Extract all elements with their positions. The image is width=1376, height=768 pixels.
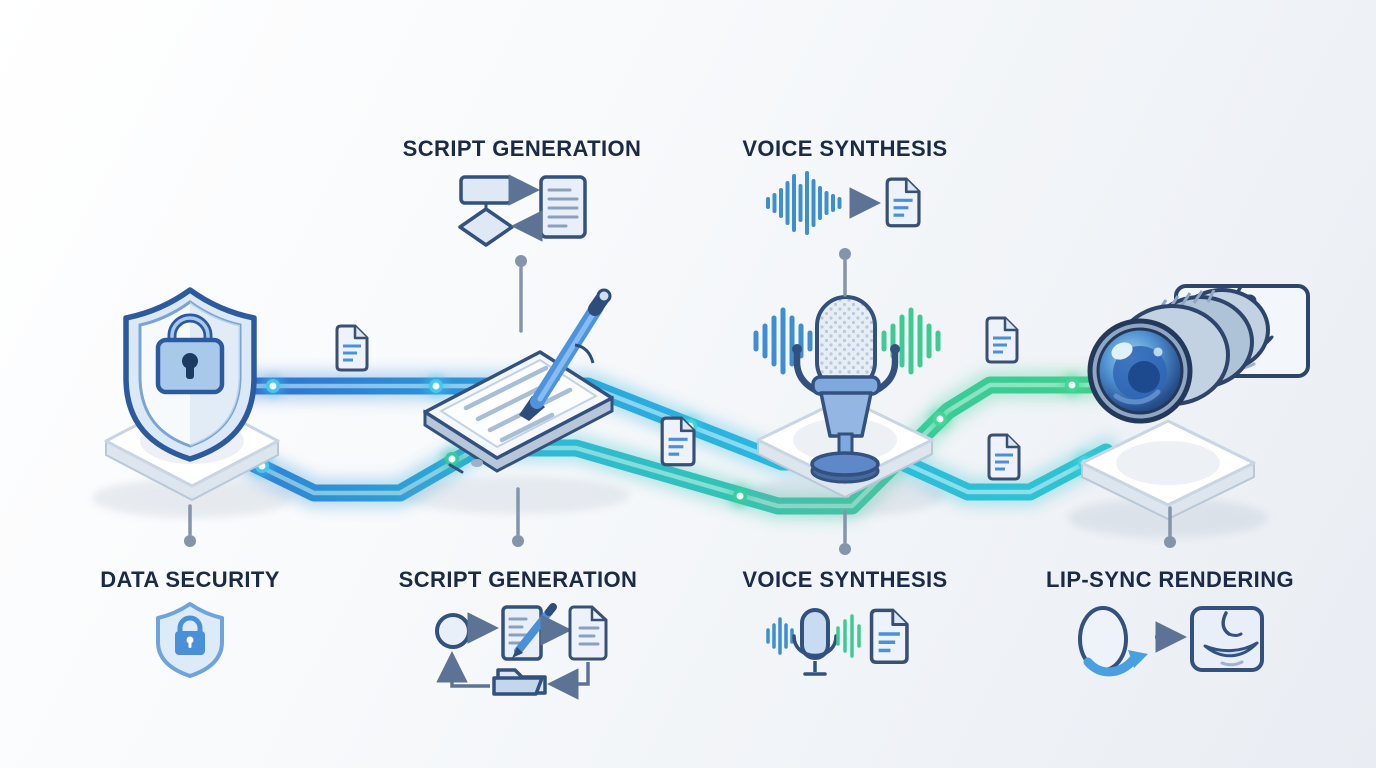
script-document-icon [539, 175, 587, 239]
curved-arrow-icon [1083, 655, 1138, 677]
document-icon [335, 324, 369, 372]
loop-arrow-icon [436, 651, 490, 688]
document-icon [660, 416, 696, 467]
top-annotation-label-script-generation: SCRIPT GENERATION [402, 136, 642, 161]
lip-sync-detail-icons [1078, 606, 1264, 677]
top-annotation-script-generation [458, 174, 587, 247]
shield-lock-icon [123, 287, 257, 462]
audio-waveform-icon [766, 171, 842, 235]
document-icon [987, 433, 1021, 481]
document-icon [985, 316, 1019, 364]
pen-icon [519, 288, 612, 421]
voice-detail-icons [766, 608, 909, 676]
shield-lock-small-icon [156, 602, 224, 678]
waveform-blue-icon [766, 617, 794, 655]
camera-lens-icon [1087, 284, 1310, 424]
waveform-blue-icon [753, 307, 813, 375]
stage-label-lip-sync-rendering: LIP-SYNC RENDERING [1046, 567, 1294, 592]
connector-lines [184, 248, 1176, 555]
document-edit-icon [501, 603, 557, 661]
microphone-icon [792, 295, 900, 484]
document-icon [869, 608, 909, 665]
script-flow-diagram [435, 603, 608, 700]
folder-icon [492, 668, 547, 696]
top-annotation-voice-synthesis [766, 171, 921, 235]
stage-label-voice-synthesis: VOICE SYNTHESIS [742, 567, 948, 592]
tablet-pen-icon [400, 288, 630, 514]
microphone-small-icon [792, 608, 838, 676]
flowchart-icon [458, 175, 514, 247]
start-circle-icon [435, 613, 471, 649]
top-annotation-label-voice-synthesis: VOICE SYNTHESIS [742, 136, 948, 161]
platform-lip-sync [1068, 419, 1268, 538]
voice-document-icon [885, 177, 921, 228]
stage-label-data-security: DATA SECURITY [100, 567, 280, 592]
waveform-green-icon [836, 614, 861, 658]
document-icon [568, 605, 608, 661]
stage-label-script-generation: SCRIPT GENERATION [398, 567, 638, 592]
loop-arrow-icon [547, 662, 590, 700]
mouth-panel-icon [1190, 606, 1264, 672]
